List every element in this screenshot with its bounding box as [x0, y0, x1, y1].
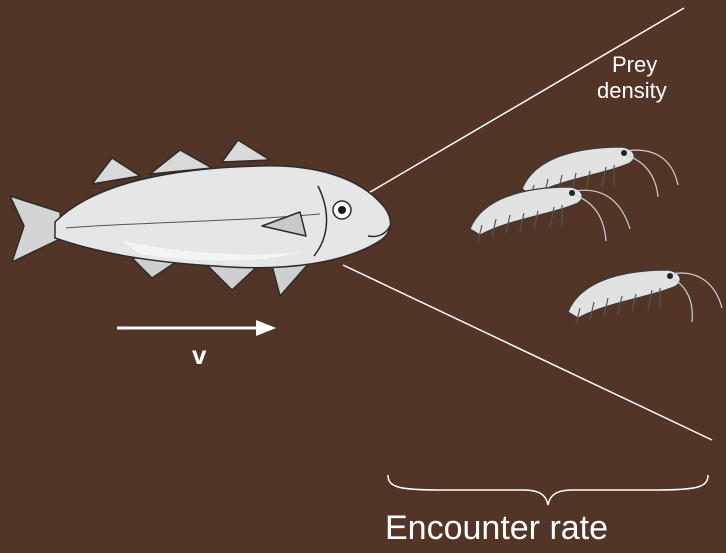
- brace-icon: [388, 475, 708, 505]
- velocity-arrow-icon: [117, 320, 276, 336]
- encounter-rate-label: Encounter rate: [385, 511, 608, 545]
- cone-upper-line: [360, 8, 684, 198]
- velocity-label: v: [192, 342, 206, 368]
- krill-icon: [470, 187, 630, 241]
- cod-fish-icon: [10, 140, 390, 296]
- prey-density-label-line1: Prey: [612, 54, 657, 76]
- prey-density-label-line2: density: [597, 80, 667, 102]
- krill-icon: [568, 270, 722, 324]
